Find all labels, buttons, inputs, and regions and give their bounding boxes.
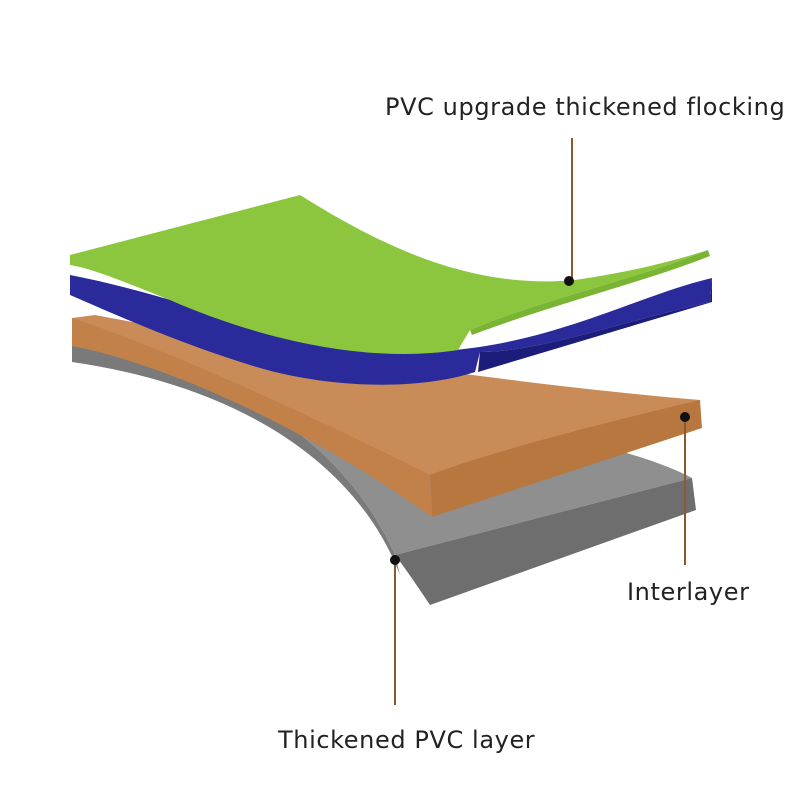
leader-dot-bottom xyxy=(390,555,400,565)
leader-dot-middle xyxy=(680,412,690,422)
interlayer-front xyxy=(430,400,702,517)
label-middle: Interlayer xyxy=(627,578,750,606)
flocking-layer xyxy=(70,195,710,354)
label-top: PVC upgrade thickened flocking xyxy=(385,93,785,121)
blue-layer-right-side xyxy=(478,278,712,372)
annotation-middle: Interlayer xyxy=(627,412,750,606)
flocking-layer-edge xyxy=(470,250,710,335)
blue-layer xyxy=(70,275,712,385)
leader-dot-top xyxy=(564,276,574,286)
annotation-bottom: Thickened PVC layer xyxy=(277,555,535,754)
pvc-layer-front xyxy=(395,478,696,605)
interlayer-left-edge xyxy=(72,318,432,517)
flocking-layer-face xyxy=(70,195,708,354)
annotation-top: PVC upgrade thickened flocking xyxy=(385,93,785,286)
label-bottom: Thickened PVC layer xyxy=(277,726,535,754)
blue-layer-face xyxy=(70,275,712,385)
